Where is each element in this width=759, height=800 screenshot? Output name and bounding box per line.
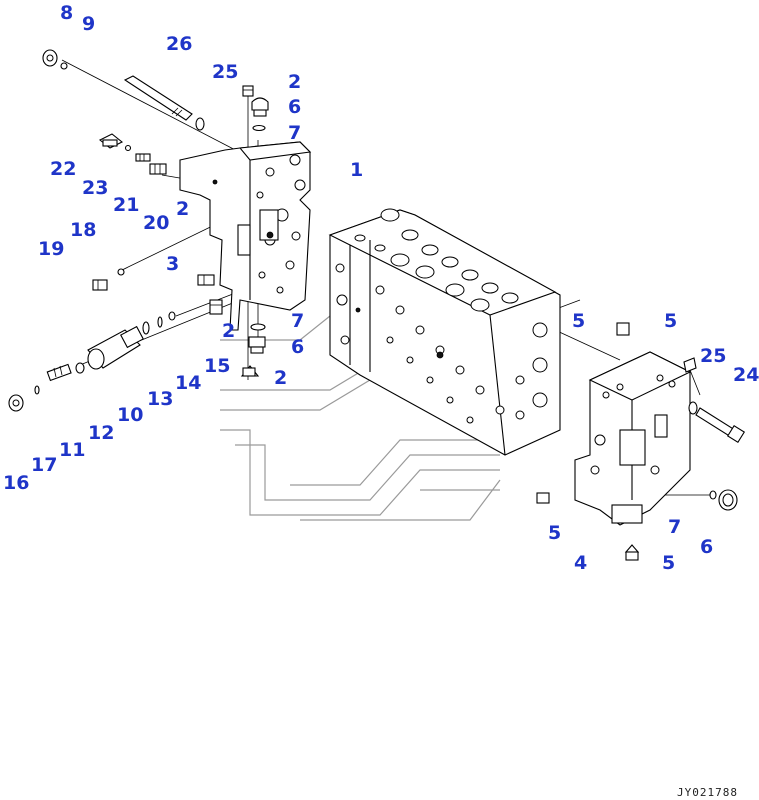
callout-7: 7 — [288, 122, 301, 144]
valve-10 — [87, 325, 144, 370]
callout-4: 4 — [574, 552, 587, 574]
plug-16 — [8, 394, 24, 412]
oring-7-mid — [250, 323, 266, 331]
spring-21 — [135, 153, 151, 162]
callout-26: 26 — [166, 33, 192, 55]
callout-2: 2 — [176, 198, 189, 220]
callout-20: 20 — [143, 212, 169, 234]
plug-6-right — [718, 489, 738, 511]
plug-6-mid — [248, 336, 266, 354]
plug-2-left — [209, 299, 223, 315]
bolt-5-bottom — [624, 544, 640, 561]
oring-7-right — [709, 490, 717, 500]
plug-22 — [98, 133, 124, 149]
callout-6: 6 — [700, 536, 713, 558]
watermark-logo — [220, 299, 501, 521]
callout-22: 22 — [50, 158, 76, 180]
callout-labels: 8 9 26 25 2 6 7 22 23 21 20 2 1 19 18 3 … — [3, 2, 759, 574]
callout-18: 18 — [70, 219, 96, 241]
plug-19 — [92, 279, 108, 291]
callout-19: 19 — [38, 238, 64, 260]
oring-7-top — [252, 124, 266, 132]
callout-17: 17 — [31, 454, 57, 476]
callout-7: 7 — [668, 516, 681, 538]
callout-5: 5 — [548, 522, 561, 544]
callout-2: 2 — [274, 367, 287, 389]
callout-3: 3 — [166, 253, 179, 275]
plug-3 — [197, 274, 215, 286]
callout-2: 2 — [222, 320, 235, 342]
callout-6: 6 — [288, 96, 301, 118]
oring-18 — [117, 268, 125, 276]
washer-25-right — [688, 401, 698, 415]
callout-7: 7 — [291, 310, 304, 332]
drawing-id: JY021788 — [677, 786, 738, 799]
tie-bolt-26 — [123, 75, 193, 121]
callout-9: 9 — [82, 13, 95, 35]
callout-5: 5 — [572, 310, 585, 332]
callout-8: 8 — [60, 2, 73, 24]
ring-14 — [157, 316, 163, 328]
oring-17 — [34, 385, 40, 395]
callout-16: 16 — [3, 472, 29, 494]
callout-2: 2 — [288, 71, 301, 93]
bolt-5-right — [683, 357, 697, 373]
bolt-24 — [695, 407, 746, 444]
callout-21: 21 — [113, 194, 139, 216]
bolt-5-left — [536, 492, 550, 504]
callout-25: 25 — [212, 61, 238, 83]
main-block-ports — [335, 208, 548, 424]
spool-11 — [46, 363, 72, 382]
callout-5: 5 — [664, 310, 677, 332]
washer-9 — [60, 62, 68, 70]
end-block-4 — [574, 351, 692, 526]
main-valve-block — [328, 208, 561, 456]
nut-8 — [42, 49, 58, 67]
plug-2-bottom — [240, 365, 260, 377]
plug-20 — [149, 163, 167, 175]
plug-2-top — [242, 85, 254, 97]
callout-11: 11 — [59, 439, 85, 461]
oring-23 — [124, 144, 132, 152]
end-block-1 — [179, 141, 312, 331]
callout-10: 10 — [117, 404, 143, 426]
callout-24: 24 — [733, 364, 759, 386]
callout-15: 15 — [204, 355, 230, 377]
bolt-5-top — [616, 322, 630, 336]
callout-14: 14 — [175, 372, 201, 394]
callout-23: 23 — [82, 177, 108, 199]
callout-13: 13 — [147, 388, 173, 410]
callout-5: 5 — [662, 552, 675, 574]
callout-12: 12 — [88, 422, 114, 444]
seal-12 — [75, 362, 85, 374]
callout-6: 6 — [291, 336, 304, 358]
washer-25-left — [195, 117, 205, 131]
ring-13 — [142, 321, 150, 335]
callout-25: 25 — [700, 345, 726, 367]
plug-6-top — [251, 97, 269, 117]
callout-1: 1 — [350, 159, 363, 181]
ring-15 — [168, 311, 176, 321]
